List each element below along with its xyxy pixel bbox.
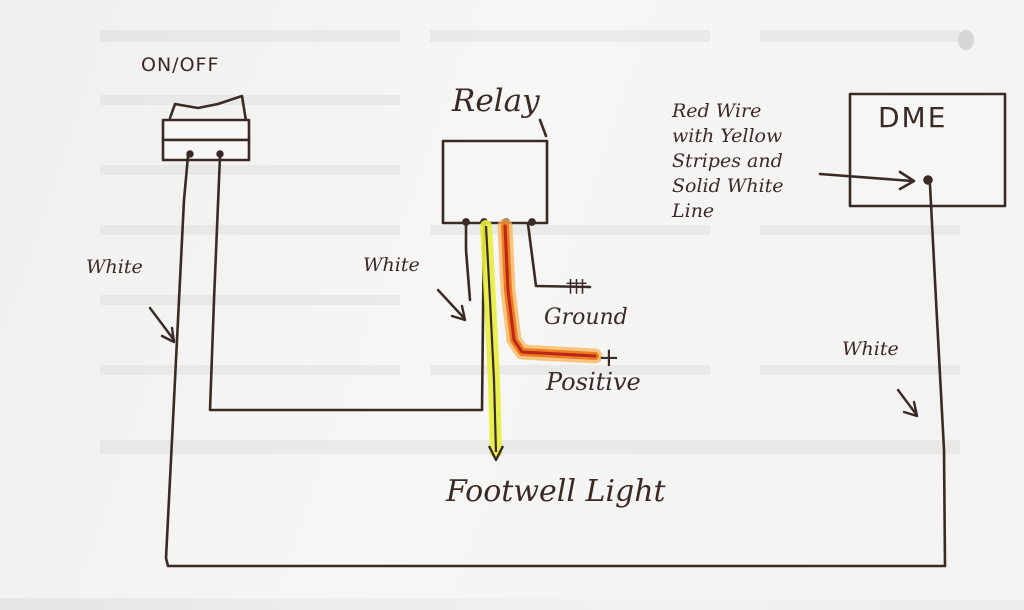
white-left-arrow — [148, 306, 176, 342]
relay-pin-4 — [528, 218, 536, 226]
white-wire-switch-to-dme — [164, 154, 947, 568]
on-off-switch — [161, 94, 251, 162]
switch-body — [161, 138, 251, 162]
red-wire-note-arrowhead — [898, 170, 916, 191]
switch-bezel — [161, 118, 251, 142]
paper-smudge — [958, 30, 974, 50]
red-wire-note-arrow — [818, 172, 914, 183]
white-wire-switch-to-relay — [208, 154, 486, 412]
footwell-light-wire — [480, 220, 505, 462]
relay-pointer — [538, 118, 548, 138]
yellow-wire-line — [484, 225, 498, 453]
footwell-light-label: Footwell Light — [446, 474, 666, 509]
white-middle-arrow — [436, 288, 466, 320]
dme-module — [848, 92, 1007, 208]
ground-wire — [526, 222, 592, 289]
switch-rocker — [168, 94, 248, 123]
positive-label: Positive — [546, 368, 641, 396]
switch-label: ON/OFF — [141, 54, 220, 76]
white-right-arrowhead — [902, 400, 919, 418]
red-wire-note: Red Wire with Yellow Stripes and Solid W… — [672, 100, 784, 222]
white-middle-arrowhead — [450, 304, 467, 322]
paper-show-through — [100, 30, 960, 454]
relay — [441, 118, 549, 226]
dme-box — [848, 92, 1007, 208]
positive-wire — [497, 218, 603, 364]
dme-label: DME — [878, 101, 948, 134]
white-wire-label-middle: White — [363, 254, 420, 276]
ground-label: Ground — [544, 305, 628, 330]
white-left-arrowhead — [160, 326, 176, 344]
relay-box — [441, 139, 549, 225]
red-wire-line — [503, 224, 597, 358]
positive-plus-sign: + — [598, 343, 620, 373]
white-wire-label-right: White — [842, 338, 899, 360]
white-right-arrow — [896, 388, 918, 416]
dme-pin — [923, 175, 933, 185]
relay-pin-1-lead — [464, 222, 472, 302]
white-wire-label-left: White — [86, 256, 143, 278]
ground-symbol: ††† — [566, 276, 587, 297]
relay-label: Relay — [452, 83, 540, 119]
footwell-arrowhead — [487, 445, 505, 462]
